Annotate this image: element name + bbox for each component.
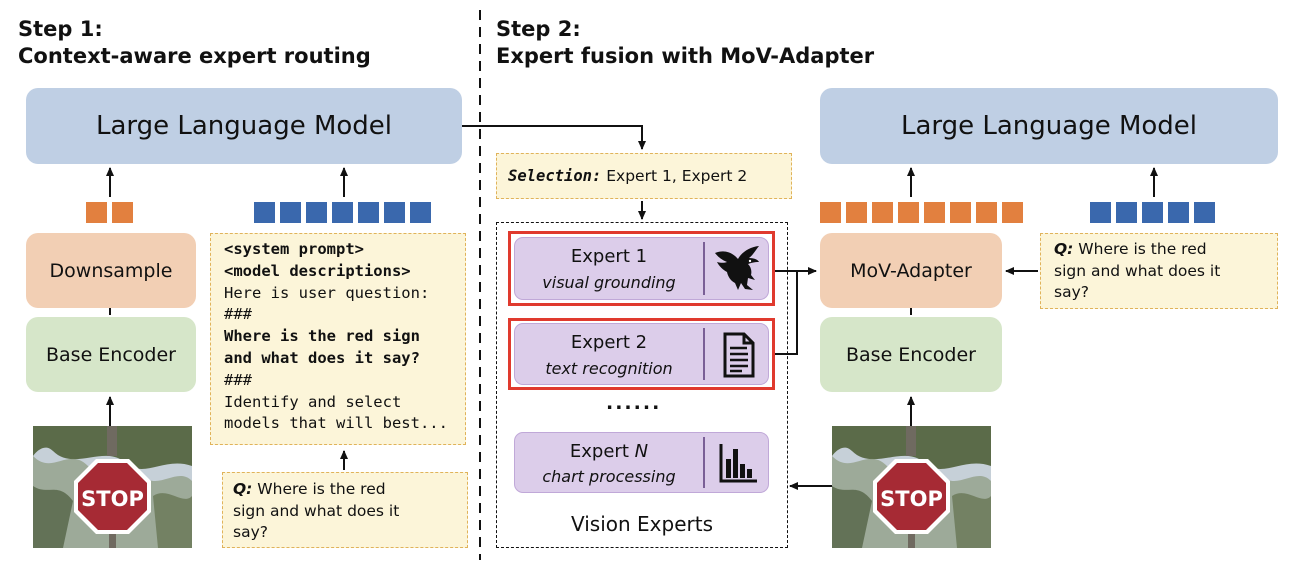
downsample-label: Downsample xyxy=(49,259,173,282)
expert-2-card: Expert 2 text recognition xyxy=(514,323,769,385)
llm-box-left: Large Language Model xyxy=(26,88,462,164)
expert-n-name-variable: N xyxy=(634,441,649,462)
prompt-line: Here is user question: xyxy=(224,283,430,302)
selection-note: Selection: Expert 1, Expert 2 xyxy=(496,153,792,199)
step1-title-line1: Step 1: xyxy=(18,17,103,41)
text-token xyxy=(306,202,327,223)
text-token xyxy=(1142,202,1163,223)
step2-title-line1: Step 2: xyxy=(496,17,581,41)
visual-token xyxy=(846,202,867,223)
prompt-note: <system prompt> <model descriptions> Her… xyxy=(210,233,466,445)
stop-sign-image-left: STOP xyxy=(33,426,192,548)
stop-sign-image-right: STOP xyxy=(832,426,991,548)
expert-n-name: Expert N xyxy=(515,441,703,462)
question-line: Q: Where is the red xyxy=(1054,239,1277,261)
mov-adapter-box: MoV-Adapter xyxy=(820,233,1002,308)
text-token xyxy=(1090,202,1111,223)
prompt-line: models that will best... xyxy=(224,414,448,433)
question-text: Where is the red xyxy=(1073,240,1207,258)
visual-token xyxy=(86,202,107,223)
text-token xyxy=(410,202,431,223)
prompt-line: Where is the red sign xyxy=(224,327,420,346)
text-token xyxy=(384,202,405,223)
question-line: say? xyxy=(1054,283,1089,301)
text-token xyxy=(332,202,353,223)
base-encoder-label-left: Base Encoder xyxy=(46,343,176,366)
expert-n-name-prefix: Expert xyxy=(569,441,635,462)
bar-chart-icon xyxy=(719,444,757,483)
text-token xyxy=(280,202,301,223)
llm-label-right: Large Language Model xyxy=(900,111,1198,141)
line-expert2-to-adapter xyxy=(772,271,798,355)
text-token xyxy=(254,202,275,223)
visual-token xyxy=(976,202,997,223)
downsample-box: Downsample xyxy=(26,233,196,308)
expert-2-selected-frame xyxy=(508,318,775,390)
expert-1-name: Expert 1 xyxy=(570,246,648,267)
text-token xyxy=(1194,202,1215,223)
question-label: Q: xyxy=(1054,240,1074,258)
vision-experts-panel xyxy=(496,222,788,548)
visual-token xyxy=(898,202,919,223)
base-encoder-label-right: Base Encoder xyxy=(846,343,976,366)
llm-box-right: Large Language Model xyxy=(820,88,1278,164)
expert-n-card: Expert N chart processing xyxy=(514,432,769,493)
expert-2-subtitle: text recognition xyxy=(545,359,673,378)
prompt-line: <system prompt> xyxy=(224,240,364,258)
document-icon xyxy=(723,332,755,378)
step1-title-line2: Context-aware expert routing xyxy=(18,44,371,68)
expert-1-card: Expert 1 visual grounding xyxy=(514,237,769,300)
question-line: Q: Where is the red xyxy=(233,479,467,501)
arrow-llm-to-selection xyxy=(462,125,646,150)
step1-title: Step 1: Context-aware expert routing xyxy=(18,16,371,70)
visual-token xyxy=(950,202,971,223)
mov-adapter-label: MoV-Adapter xyxy=(850,259,972,282)
visual-token xyxy=(112,202,133,223)
selection-value: Expert 1, Expert 2 xyxy=(601,167,748,185)
stop-sign-text-right: STOP xyxy=(880,487,943,511)
prompt-line: ### xyxy=(224,370,252,389)
expert-1-selected-frame xyxy=(508,231,775,306)
visual-token xyxy=(1002,202,1023,223)
text-token xyxy=(358,202,379,223)
question-line: sign and what does it xyxy=(233,501,400,520)
stop-sign-text-left: STOP xyxy=(81,487,144,511)
prompt-line: ### xyxy=(224,305,252,324)
visual-token xyxy=(872,202,893,223)
selection-label: Selection: xyxy=(508,167,602,185)
prompt-line: and what does it say? xyxy=(224,348,420,367)
experts-ellipsis: ...... xyxy=(606,392,662,414)
text-token xyxy=(1116,202,1137,223)
expert-1-subtitle: visual grounding xyxy=(542,273,676,292)
question-text: Where is the red xyxy=(252,480,386,498)
base-encoder-box-right: Base Encoder xyxy=(820,317,1002,392)
visual-token xyxy=(924,202,945,223)
llm-label-left: Large Language Model xyxy=(95,111,393,141)
expert-2-name: Expert 2 xyxy=(570,332,648,353)
base-encoder-box-left: Base Encoder xyxy=(26,317,196,392)
expert-n-subtitle: chart processing xyxy=(542,467,676,486)
question-line: sign and what does it xyxy=(1054,261,1221,280)
prompt-line: <model descriptions> xyxy=(224,261,411,280)
expert-n-divider xyxy=(703,437,705,488)
prompt-line: Identify and select xyxy=(224,392,402,411)
question-note-left: Q: Where is the red sign and what does i… xyxy=(222,472,468,548)
step2-title-line2: Expert fusion with MoV-Adapter xyxy=(496,44,875,68)
vision-experts-label: Vision Experts xyxy=(570,512,713,536)
step2-title: Step 2: Expert fusion with MoV-Adapter xyxy=(496,16,874,70)
expert-2-divider xyxy=(703,328,705,380)
question-note-right: Q: Where is the red sign and what does i… xyxy=(1040,233,1278,309)
question-line: say? xyxy=(233,523,268,541)
eagle-icon xyxy=(715,246,759,290)
question-label: Q: xyxy=(233,480,253,498)
expert-1-divider xyxy=(703,242,705,295)
text-token xyxy=(1168,202,1189,223)
visual-token xyxy=(820,202,841,223)
